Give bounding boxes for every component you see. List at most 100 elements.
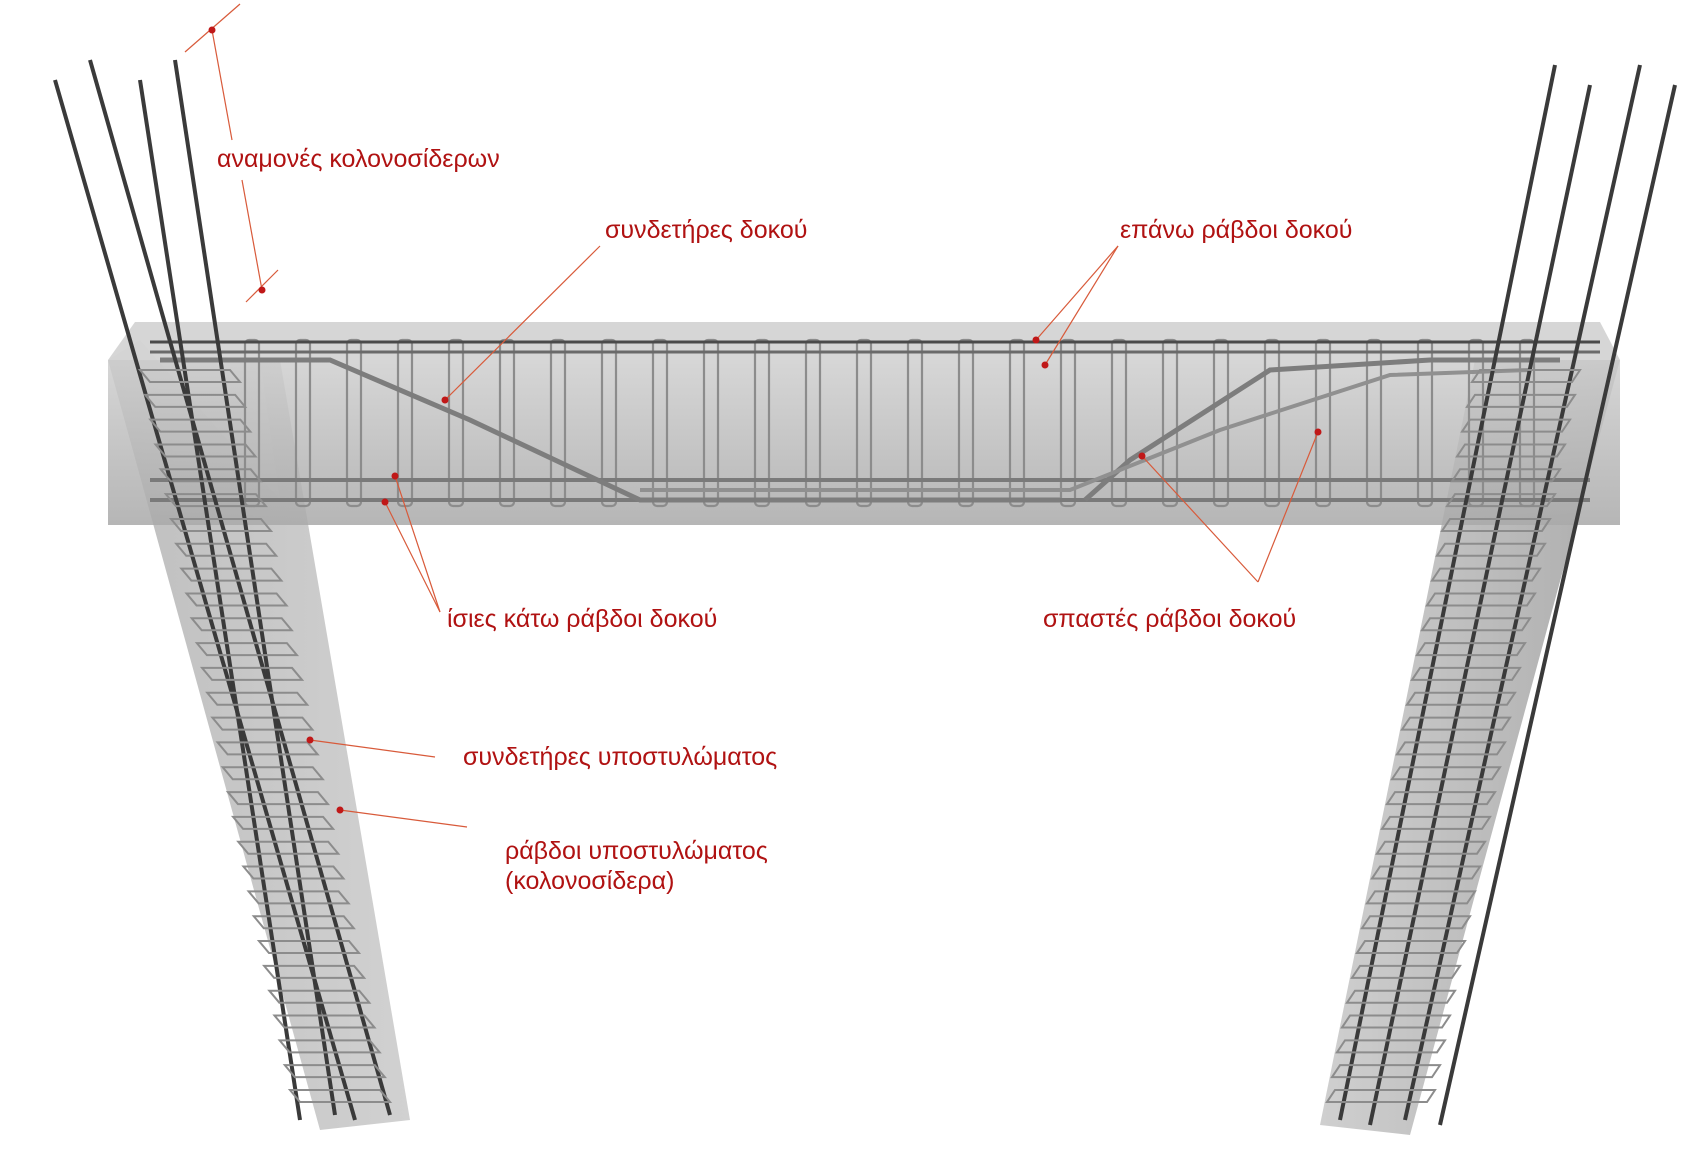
left-column-tie bbox=[225, 791, 331, 806]
left-column-tie bbox=[272, 1014, 377, 1029]
dot bbox=[391, 472, 399, 480]
leader-column-starter-tick-bottom bbox=[245, 269, 279, 303]
dot bbox=[336, 806, 344, 814]
left-column-tie bbox=[143, 393, 248, 408]
right-column-tie bbox=[1400, 716, 1512, 731]
left-column-tie bbox=[153, 443, 258, 458]
right-column-tie bbox=[1375, 840, 1487, 855]
right-column-tie bbox=[1330, 1064, 1442, 1079]
left-column-tie bbox=[236, 840, 341, 855]
right-column-tie bbox=[1365, 890, 1477, 905]
beam-stirrup bbox=[447, 338, 465, 508]
right-column-tie bbox=[1355, 940, 1467, 955]
right-column-tie bbox=[1340, 1014, 1452, 1029]
left-column-tie bbox=[241, 865, 346, 880]
right-column-tie bbox=[1325, 1089, 1437, 1103]
leader-beam-top-bars-2 bbox=[1044, 245, 1119, 366]
left-column-tie bbox=[199, 666, 305, 681]
dot bbox=[441, 396, 449, 404]
leader-bent-bars-2 bbox=[1257, 431, 1319, 583]
label-beam-bent-bars: σπαστές ράβδοι δοκού bbox=[1043, 605, 1296, 633]
beam-stirrup bbox=[1263, 338, 1281, 508]
right-column-tie bbox=[1450, 468, 1562, 483]
left-column-bar bbox=[138, 79, 302, 1121]
right-column-tie bbox=[1380, 815, 1492, 830]
left-column-tie bbox=[256, 940, 362, 955]
beam-stirrup bbox=[804, 338, 822, 508]
right-column-tie bbox=[1370, 865, 1482, 880]
labels: αναμονές κολονοσίδερων συνδετήρες δοκού … bbox=[217, 145, 1352, 895]
label-column-ties: συνδετήρες υποστυλώματος bbox=[463, 743, 777, 771]
beam-stirrup bbox=[651, 338, 669, 508]
left-column-tie bbox=[163, 493, 268, 508]
left-column-tie bbox=[220, 766, 325, 781]
label-beam-stirrups: συνδετήρες δοκού bbox=[605, 216, 807, 244]
right-column-tie bbox=[1415, 642, 1527, 657]
beam-bent-bar-left bbox=[160, 357, 1060, 503]
left-column-tie bbox=[230, 815, 336, 830]
beam-stirrup bbox=[1314, 338, 1332, 508]
left-column-bar bbox=[173, 59, 337, 1116]
beam-stirrup bbox=[1110, 338, 1128, 508]
right-column-tie bbox=[1410, 666, 1522, 681]
left-column-tie bbox=[210, 716, 315, 731]
leader-bottom-bars-1 bbox=[394, 475, 441, 613]
left-column-tie bbox=[179, 567, 284, 582]
right-column-tie bbox=[1465, 393, 1577, 408]
left-column-tie bbox=[277, 1039, 382, 1054]
dot bbox=[1138, 452, 1146, 460]
right-column-tie bbox=[1420, 617, 1532, 632]
dot bbox=[1041, 361, 1049, 369]
right-column-tie bbox=[1455, 443, 1567, 458]
left-column-ties bbox=[137, 369, 393, 1103]
beam-stirrup bbox=[1008, 338, 1026, 508]
right-column-bar bbox=[1438, 84, 1677, 1126]
beam-stirrup bbox=[1059, 338, 1077, 508]
label-beam-top-bars: επάνω ράβδοι δοκού bbox=[1120, 216, 1352, 244]
left-column-tie bbox=[205, 691, 310, 706]
left-column-tie bbox=[215, 741, 320, 756]
left-column-bar bbox=[88, 59, 392, 1116]
beam-stirrup bbox=[1416, 338, 1434, 508]
right-column-tie bbox=[1335, 1039, 1447, 1054]
dot bbox=[258, 286, 266, 294]
label-column-bars-line2: (κολονοσίδερα) bbox=[505, 867, 674, 895]
right-column-tie bbox=[1360, 915, 1472, 930]
right-column-ties bbox=[1325, 369, 1582, 1103]
beam-stirrup bbox=[1212, 338, 1230, 508]
left-column-bar bbox=[53, 79, 357, 1121]
leader-lines bbox=[184, 3, 1319, 828]
left-column-tie bbox=[148, 418, 253, 433]
dot bbox=[208, 26, 216, 34]
left-column-tie bbox=[194, 642, 300, 657]
beam-front-face bbox=[108, 360, 1620, 525]
left-column-tie bbox=[184, 592, 289, 607]
right-column-tie bbox=[1390, 766, 1502, 781]
dot bbox=[1314, 428, 1322, 436]
left-column-tie bbox=[287, 1089, 393, 1103]
beam-bent-bar-right-2 bbox=[640, 368, 1531, 492]
dot bbox=[1032, 336, 1040, 344]
label-column-bars-line1: ράβδοι υποστυλώματος bbox=[505, 837, 768, 865]
dot bbox=[306, 736, 314, 744]
left-column-tie bbox=[267, 989, 372, 1004]
beam-stirrup bbox=[906, 338, 924, 508]
right-column-tie bbox=[1405, 691, 1517, 706]
label-column-starter-bars: αναμονές κολονοσίδερων bbox=[217, 145, 500, 173]
beam-stirrup bbox=[498, 338, 516, 508]
right-column-tie bbox=[1470, 369, 1582, 383]
beam-stirrup bbox=[345, 338, 363, 508]
right-column-tie bbox=[1460, 418, 1572, 433]
left-column-tie bbox=[282, 1064, 387, 1079]
leader-column-starter-top bbox=[211, 29, 233, 141]
left-column-tie bbox=[262, 964, 367, 979]
left-column-tie bbox=[251, 915, 356, 930]
right-column-tie bbox=[1395, 741, 1507, 756]
leader-bent-bars-1 bbox=[1141, 455, 1259, 583]
leader-column-starter-bottom bbox=[241, 179, 263, 291]
leader-beam-stirrups bbox=[444, 245, 601, 401]
beam-stirrup bbox=[753, 338, 771, 508]
dot bbox=[381, 498, 389, 506]
leader-bottom-bars-2 bbox=[384, 501, 441, 613]
